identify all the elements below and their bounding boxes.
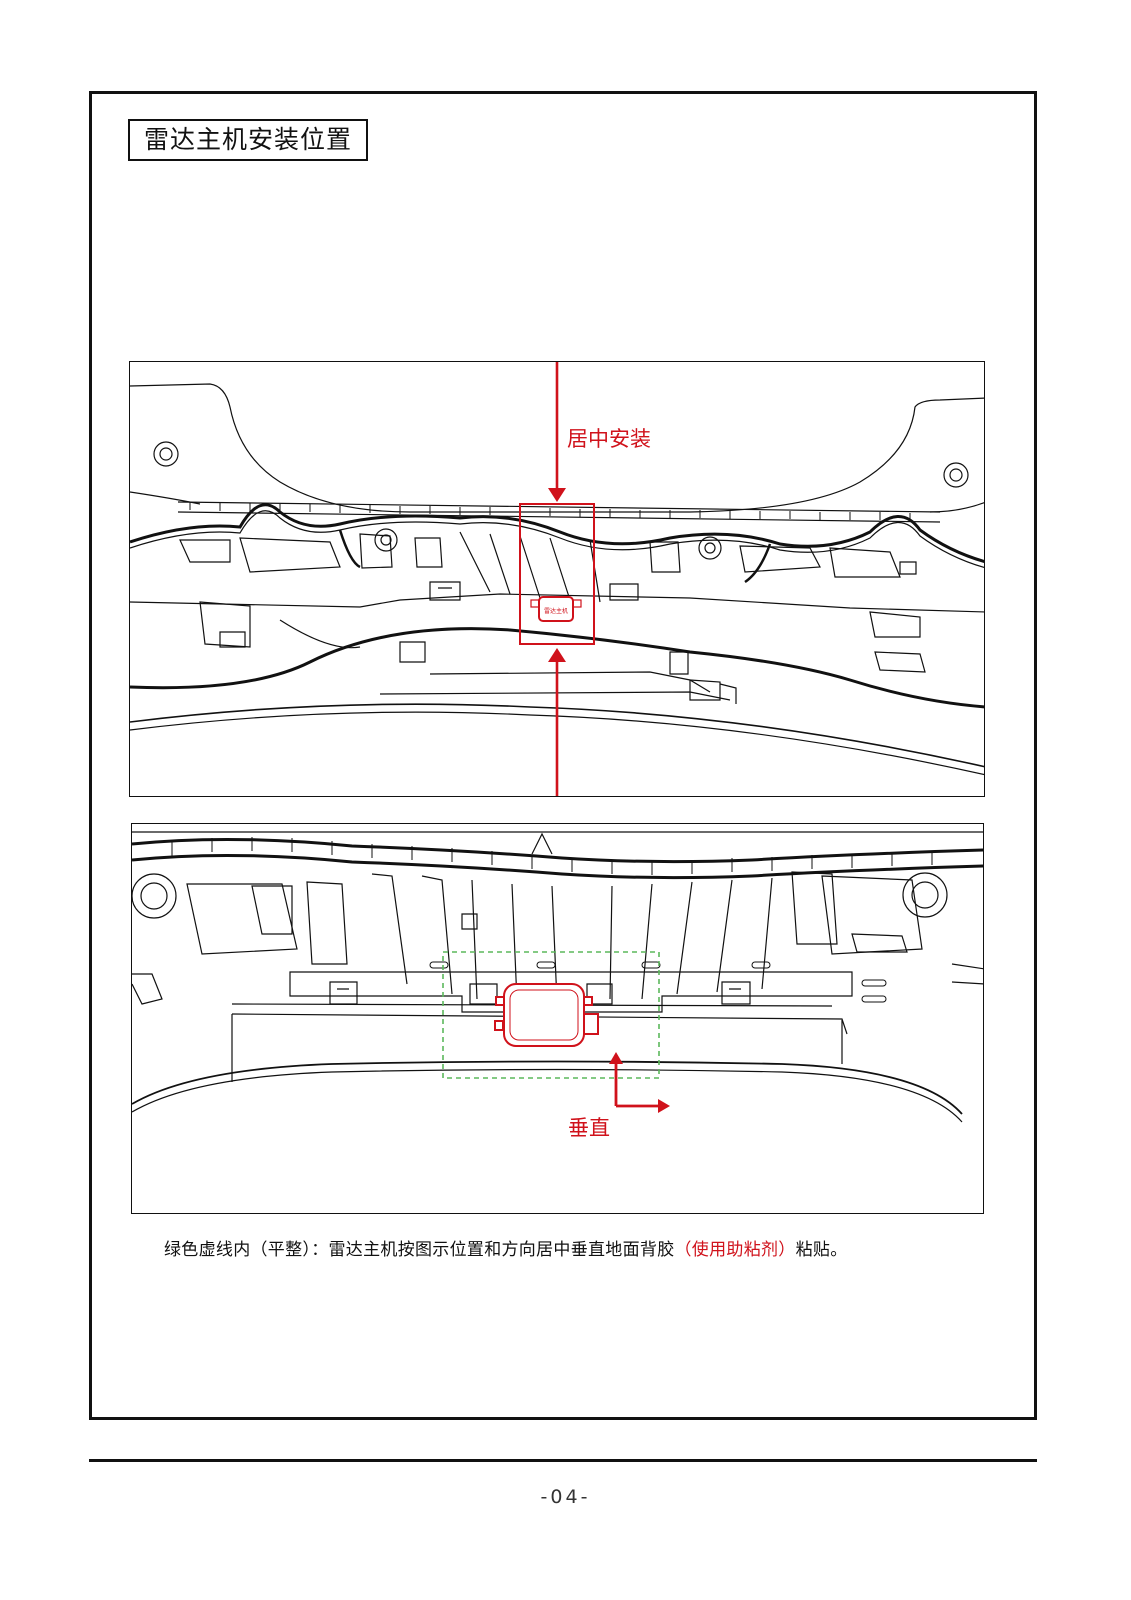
caption-suffix: 粘贴。	[795, 1240, 848, 1260]
radar-device-label: 雷达主机	[544, 607, 568, 615]
vertical-direction-icon	[609, 1052, 670, 1113]
page-number: -04-	[540, 1486, 591, 1508]
radar-placement-detail-diagram	[131, 823, 984, 1214]
vertical-callout: 垂直	[568, 1116, 610, 1140]
footer-divider	[89, 1459, 1037, 1462]
red-arrow-up-icon	[548, 648, 566, 796]
caption-highlight: （使用助粘剂）	[674, 1240, 796, 1260]
bumper-overview-diagram: 雷达主机	[129, 361, 985, 797]
center-install-callout: 居中安装	[567, 427, 651, 451]
installation-caption: 绿色虚线内（平整）：雷达主机按图示位置和方向居中垂直地面背胶（使用助粘剂）粘贴。	[164, 1235, 848, 1260]
page-frame	[89, 91, 1037, 1420]
red-arrow-down-icon	[548, 362, 566, 502]
caption-main-text: 绿色虚线内（平整）：雷达主机按图示位置和方向居中垂直地面背胶	[164, 1240, 675, 1260]
page-title: 雷达主机安装位置	[128, 119, 369, 161]
